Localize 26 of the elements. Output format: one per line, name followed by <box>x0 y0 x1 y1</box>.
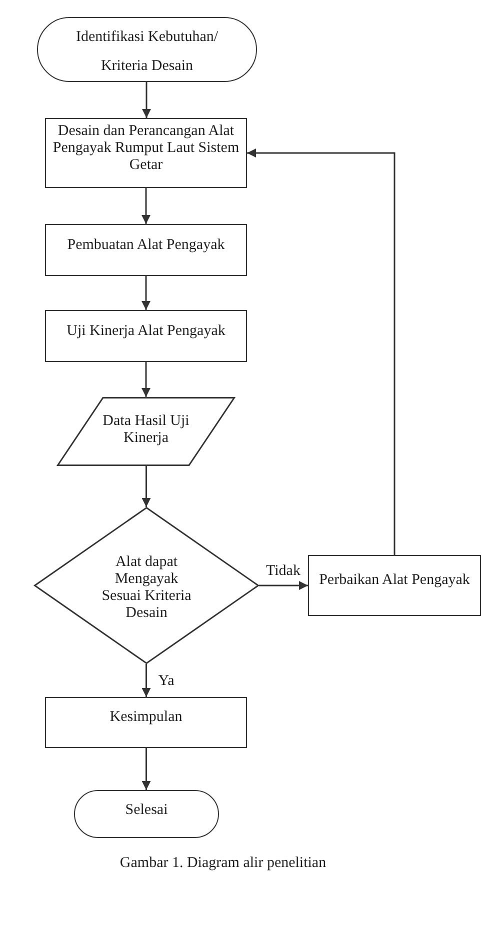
process-box <box>45 310 247 362</box>
process-box <box>45 697 247 748</box>
node-text: Selesai <box>125 802 168 818</box>
node-text: Perbaikan Alat Pengayak <box>319 572 470 589</box>
node-text: Desain dan Perancangan Alat Pengayak Rumput Laut Sistem Getar <box>52 122 240 174</box>
arrow <box>247 148 396 555</box>
arrow <box>142 748 151 790</box>
node-text: Kesimpulan <box>110 709 182 726</box>
node-text: Pembuatan Alat Pengayak <box>67 236 225 254</box>
node-text: Uji Kinerja Alat Pengayak <box>66 322 226 340</box>
arrow <box>142 276 150 310</box>
arrow <box>142 82 151 118</box>
decision-diamond <box>34 507 259 664</box>
arrow <box>142 188 150 224</box>
node-text: Identifikasi Kebutuhan/ Kriteria Desain <box>74 28 220 76</box>
arrow <box>142 466 151 507</box>
node-text: Alat dapat Mengayak Sesuai Kriteria Desain <box>100 554 192 622</box>
arrow <box>259 581 308 590</box>
process-box <box>308 555 481 616</box>
figure-caption: Gambar 1. Diagram alir penelitian <box>120 854 326 872</box>
data-parallelogram <box>57 397 235 466</box>
arrow <box>142 362 150 397</box>
process-box <box>45 118 247 188</box>
process-box <box>45 224 247 276</box>
node-text: Data Hasil Uji Kinerja <box>102 412 190 446</box>
arrow <box>142 664 151 697</box>
